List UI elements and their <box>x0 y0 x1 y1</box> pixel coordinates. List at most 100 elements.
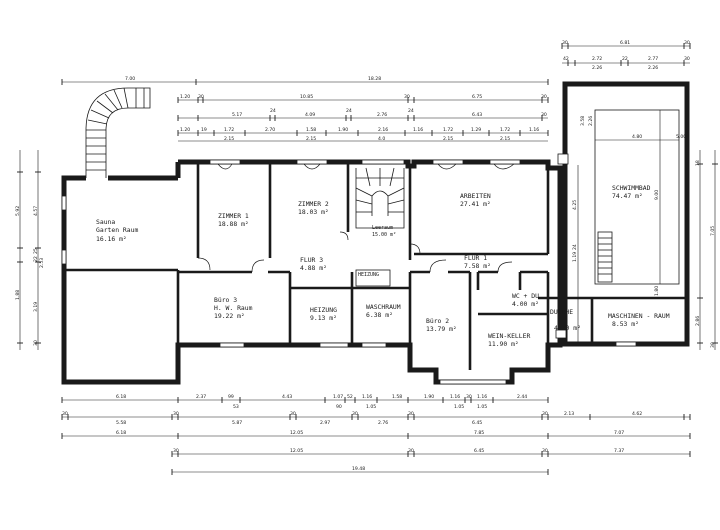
dim-row3-10: 1.72 <box>500 127 510 133</box>
dim-bot3-0: 6.18 <box>116 430 126 436</box>
dim-pool-row3-0: 2.26 <box>592 65 602 71</box>
room-zimmer1-area: 18.88 m² <box>218 220 249 228</box>
dim-bot1-8: 1.90 <box>424 394 434 400</box>
dim-row3-0: 1.20 <box>180 127 190 133</box>
room-leeraum-name: Leeraum <box>372 225 393 231</box>
dim-bot1-2: 99 <box>228 394 234 400</box>
top-dimension-chains: 7.00 18.28 1.20 30 10.85 30 6.75 30 5.17… <box>61 40 691 142</box>
room-arbeiten-area: 27.41 m² <box>460 200 491 208</box>
dim-pool-vert-2: 3.58 <box>580 116 586 126</box>
dim-bot2-3: 5.87 <box>232 420 242 426</box>
room-maschinen-name: MASCHINEN - RAUM <box>608 312 670 320</box>
dim-row3-3: 2.70 <box>265 127 275 133</box>
dim-mid-right-0: 4.25 <box>572 200 578 210</box>
dim-left-2: 25 <box>33 248 39 254</box>
dim-pool-top-1: 6.81 <box>620 40 630 46</box>
dim-right-0: 7.05 <box>710 226 716 236</box>
dim-row3b-3: 2.15 <box>443 136 453 142</box>
dim-bot3-1: 12.05 <box>290 430 303 436</box>
dim-bot2-1: 5.58 <box>116 420 126 426</box>
dim-bot2-7: 2.76 <box>378 420 388 426</box>
room-buero3-name2: H. W. Raum <box>214 304 253 312</box>
dim-row2-2: 4.09 <box>305 112 315 118</box>
room-weinkeller-area: 11.90 m² <box>488 340 519 348</box>
dim-bot3-3: 7.07 <box>614 430 624 436</box>
dim-left-5: 1.88 <box>15 290 21 300</box>
dim-row3-5: 1.90 <box>338 127 348 133</box>
dim-row1-4: 6.75 <box>472 94 482 100</box>
dim-bot2-12: 4.62 <box>632 411 642 417</box>
bottom-dimension-chains: 6.18 2.37 99 4.43 1.07 52 1.16 1.58 1.90… <box>61 394 691 475</box>
room-heizung-name: HEIZUNG <box>310 306 337 314</box>
dim-bot1-5: 52 <box>347 394 353 400</box>
dim-row3-9: 1.29 <box>471 127 481 133</box>
dim-row2-0: 5.17 <box>232 112 242 118</box>
dim-bot1-1: 2.37 <box>196 394 206 400</box>
dim-pool-top-2: 30 <box>684 40 690 46</box>
room-schwimmbad-name: SCHWIMMBAD <box>612 184 651 192</box>
dim-mid-right-2: 24 <box>572 244 578 250</box>
dim-left-4: 22 <box>33 256 39 262</box>
dim-row2-7: 30 <box>541 112 547 118</box>
dim-right-2: 18 <box>695 160 701 166</box>
room-leeraum-area: 15.00 m² <box>372 232 396 238</box>
dim-pool-row2-0: 42 <box>563 56 569 62</box>
room-heizung-area: 9.13 m² <box>310 314 337 322</box>
room-arbeiten-name: ARBEITEN <box>460 192 491 200</box>
dim-bot1-12: 2.44 <box>517 394 527 400</box>
dim-row3-7: 1.16 <box>413 127 423 133</box>
dim-bot1b-3: 1.05 <box>454 404 464 410</box>
dim-pool-vert-0: 9.00 <box>654 190 660 200</box>
dim-row2-1: 24 <box>270 108 276 114</box>
spiral-stair <box>85 87 151 178</box>
dim-left-3: 2.53 <box>39 258 45 268</box>
dim-row3b-0: 2.15 <box>224 136 234 142</box>
dim-bot2-10: 30 <box>542 411 548 417</box>
room-maschinen-area: 8.53 m² <box>612 320 639 328</box>
room-zimmer1-name: ZIMMER 1 <box>218 212 249 220</box>
dim-row3b-1: 2.15 <box>306 136 316 142</box>
dim-row3-1: 19 <box>201 127 207 133</box>
dim-pool-row2-1: 2.72 <box>592 56 602 62</box>
dim-pool-side: 5.00 <box>676 134 686 140</box>
room-sauna-area: 16.16 m² <box>96 235 127 243</box>
dim-top-total: 18.28 <box>368 76 381 82</box>
dim-row1-1: 30 <box>198 94 204 100</box>
room-waschraum-area: 6.38 m² <box>366 311 393 319</box>
interior-walls <box>66 162 687 370</box>
room-buero3-area: 19.22 m² <box>214 312 245 320</box>
dim-row3-8: 1.72 <box>443 127 453 133</box>
room-heizung-small-name: HEIZUNG <box>358 272 379 278</box>
door-swings <box>197 163 515 273</box>
room-dusche-area: 4.70 m² <box>554 324 581 332</box>
dim-bot2-11: 2.13 <box>564 411 574 417</box>
dim-bot1b-0: 53 <box>233 404 239 410</box>
dim-row3-4: 1.58 <box>306 127 316 133</box>
dim-pool-top-0: 30 <box>562 40 568 46</box>
center-stair <box>355 167 405 229</box>
room-dusche-name: DUSCHE <box>550 308 573 316</box>
dim-bot1-6: 1.16 <box>362 394 372 400</box>
dim-bot4-5: 7.37 <box>614 448 624 454</box>
room-flur3-area: 4.88 m² <box>300 264 327 272</box>
windows <box>61 153 637 385</box>
room-wcdu-name: WC + DU <box>512 292 539 300</box>
dim-bot1-10: 30 <box>466 394 472 400</box>
room-sauna-name: Sauna <box>96 218 115 226</box>
dim-top-left: 7.00 <box>125 76 135 82</box>
dim-left-7: 30 <box>33 340 39 346</box>
dim-left-1: 4.57 <box>33 206 39 216</box>
dim-bot2-8: 30 <box>408 411 414 417</box>
dim-bot1-3: 4.43 <box>282 394 292 400</box>
dim-bot2-0: 30 <box>62 411 68 417</box>
room-flur1-name: FLUR 1 <box>464 254 487 262</box>
right-dimension-chains: 7.05 2.86 18 30 4.25 1.19 24 <box>572 150 718 350</box>
dim-bot2-2: 30 <box>173 411 179 417</box>
dim-bot1b-2: 1.05 <box>366 404 376 410</box>
dim-pool-row2-2: 22 <box>622 56 628 62</box>
dim-row1-0: 1.20 <box>180 94 190 100</box>
room-wcdu-area: 4.00 m² <box>512 300 539 308</box>
dim-bot1-4: 1.07 <box>333 394 343 400</box>
dim-mid-right-1: 1.19 <box>572 252 578 262</box>
